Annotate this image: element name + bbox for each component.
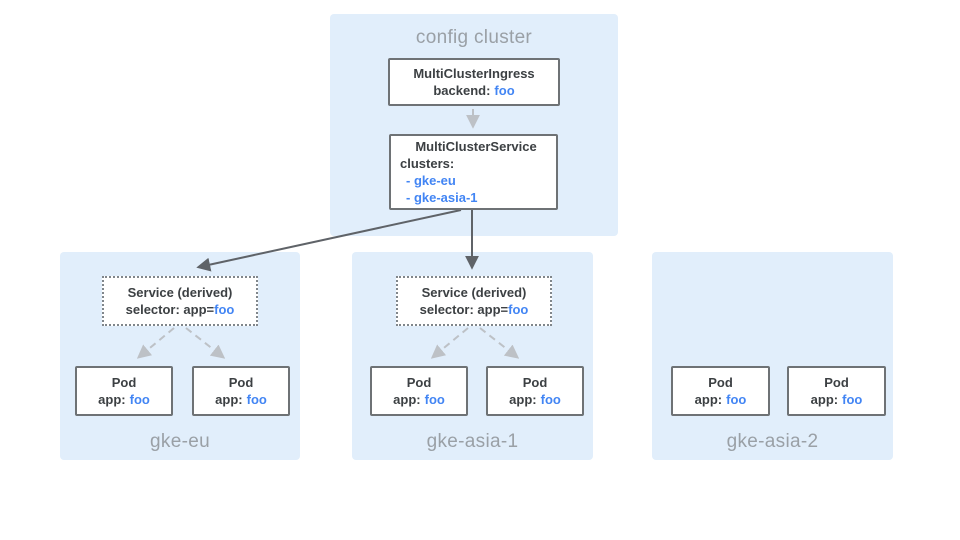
pod-node: Pod app:foo <box>370 366 468 416</box>
multiclusterservice-title: MultiClusterService <box>415 139 537 154</box>
app-label: app: <box>98 392 126 407</box>
cluster-label-gke-asia-1: gke-asia-1 <box>426 431 519 452</box>
app-value: foo <box>246 392 267 407</box>
app-value: foo <box>726 392 747 407</box>
multiclusterservice-node: MultiClusterService clusters: - gke-eu -… <box>389 134 558 210</box>
cluster-label-gke-eu: gke-eu <box>150 431 210 452</box>
backend-label: backend: <box>433 83 491 98</box>
pod-title: Pod <box>824 375 849 390</box>
clusters-label: clusters: <box>400 156 455 171</box>
selector-value: foo <box>214 302 235 317</box>
app-value: foo <box>424 392 445 407</box>
cluster-label-gke-asia-2: gke-asia-2 <box>726 431 819 452</box>
cluster-panel-gke-asia-2: gke-asia-2 <box>652 252 893 460</box>
app-value: foo <box>540 392 561 407</box>
pod-node: Pod app:foo <box>486 366 584 416</box>
multiclusteringress-title: MultiClusterIngress <box>413 66 535 81</box>
app-label: app: <box>393 392 421 407</box>
pod-title: Pod <box>708 375 733 390</box>
app-label: app: <box>509 392 537 407</box>
cluster-panel-gke-asia-1: gke-asia-1 <box>352 252 593 460</box>
derived-service-node-gke-eu: Service (derived) selector: app=foo <box>102 276 258 326</box>
pod-title: Pod <box>111 375 137 390</box>
pod-title: Pod <box>406 375 432 390</box>
multiclusteringress-node: MultiClusterIngress backend:foo <box>388 58 560 106</box>
pod-app-line: app:foo <box>77 391 171 408</box>
selector-label: selector: app= <box>125 302 215 317</box>
pod-node: Pod app:foo <box>75 366 173 416</box>
pod-title: Pod <box>228 375 254 390</box>
pod-node: Pod app:foo <box>671 366 770 416</box>
selector-label: selector: app= <box>419 302 509 317</box>
pod-app-line: app:foo <box>789 391 884 408</box>
app-value: foo <box>842 392 863 407</box>
app-label: app: <box>215 392 243 407</box>
pod-app-line: app:foo <box>194 391 288 408</box>
pod-app-line: app:foo <box>372 391 466 408</box>
app-label: app: <box>694 392 723 407</box>
selector-value: foo <box>508 302 529 317</box>
pod-title: Pod <box>522 375 548 390</box>
backend-value: foo <box>494 83 515 98</box>
pod-node: Pod app:foo <box>787 366 886 416</box>
pod-app-line: app:foo <box>673 391 768 408</box>
cluster-item-gke-eu: - gke-eu <box>406 173 456 188</box>
pod-node: Pod app:foo <box>192 366 290 416</box>
derived-service-selector-line: selector: app=foo <box>398 301 550 318</box>
derived-service-selector-line: selector: app=foo <box>104 301 256 318</box>
pod-app-line: app:foo <box>488 391 582 408</box>
derived-service-title: Service (derived) <box>127 285 233 300</box>
app-label: app: <box>810 392 839 407</box>
derived-service-node-gke-asia-1: Service (derived) selector: app=foo <box>396 276 552 326</box>
cluster-item-gke-asia-1: - gke-asia-1 <box>406 190 478 205</box>
multiclusteringress-backend-line: backend:foo <box>390 82 558 99</box>
derived-service-title: Service (derived) <box>421 285 527 300</box>
app-value: foo <box>129 392 150 407</box>
config-cluster-label: config cluster <box>415 27 533 48</box>
